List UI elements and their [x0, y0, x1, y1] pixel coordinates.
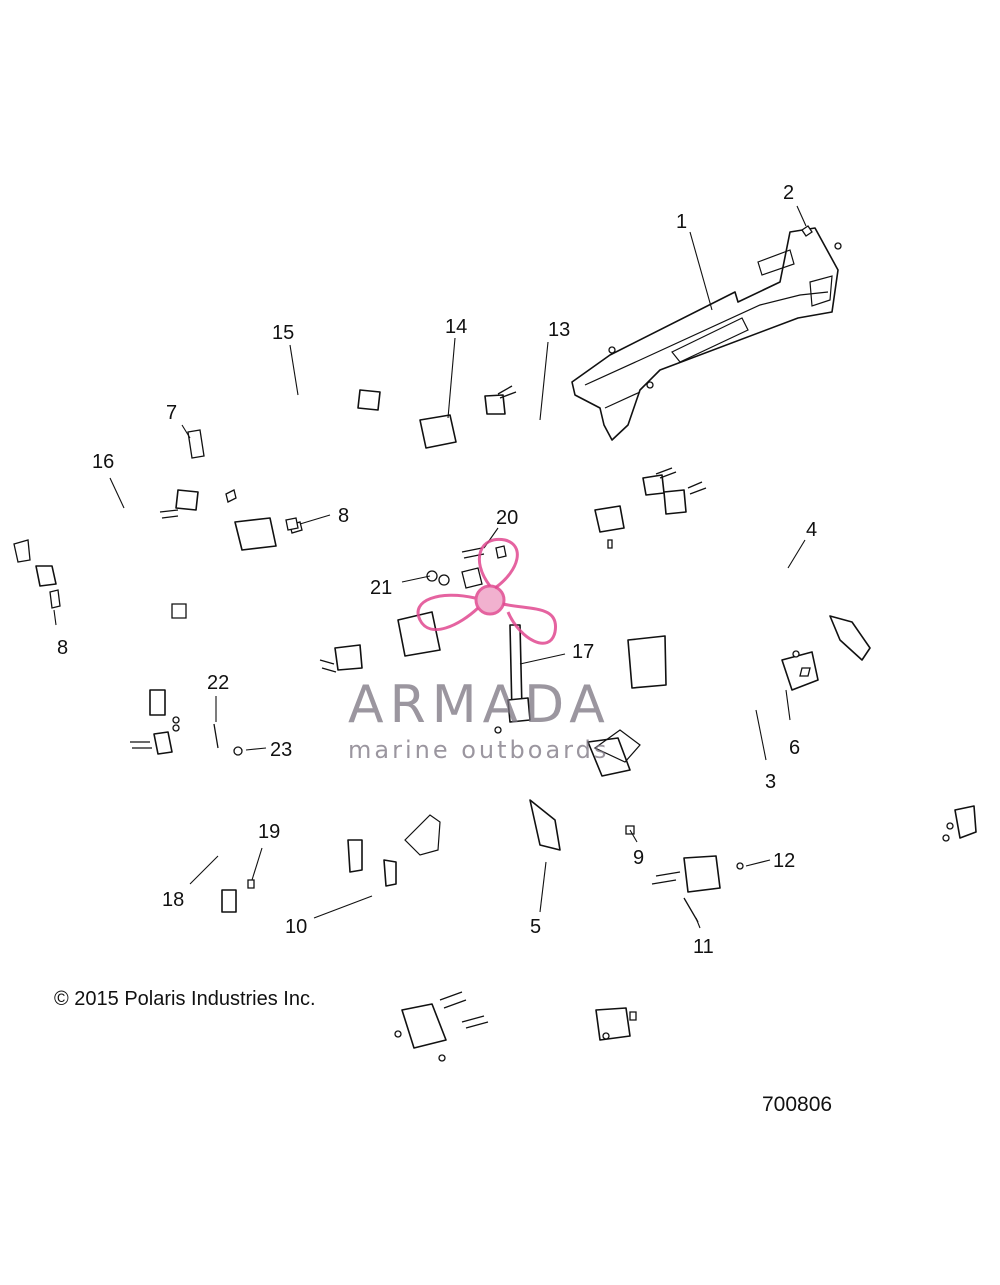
part-2-screw [801, 225, 813, 237]
part-13-cross-tube [484, 385, 677, 496]
part-21-nuts [426, 567, 483, 589]
callout-13: 13 [548, 319, 570, 341]
callout-21: 21 [370, 577, 392, 599]
watermark: ARMADA marine outboards [348, 537, 611, 764]
watermark-brand: ARMADA [348, 675, 611, 735]
callout-2: 2 [783, 182, 794, 204]
callout-23: 23 [270, 739, 292, 761]
part-16-grab-bar [35, 489, 199, 587]
callout-12: 12 [773, 850, 795, 872]
callout-8-upper: 8 [338, 505, 349, 527]
part-1-trim-panel [571, 227, 842, 441]
callout-4: 4 [806, 519, 817, 541]
callout-18: 18 [162, 889, 184, 911]
part-10-front-upright [347, 617, 489, 1062]
part-17-bracket [494, 624, 531, 734]
callout-6: 6 [789, 737, 800, 759]
callout-14: 14 [445, 316, 467, 338]
part-15-grab-bar [207, 385, 381, 503]
callout-11: 11 [693, 936, 714, 958]
callout-16: 16 [92, 451, 114, 473]
callout-5: 5 [530, 916, 541, 938]
part-14-front-hoop [138, 403, 477, 732]
part-18-side-bar [130, 723, 255, 913]
callout-1: 1 [676, 211, 687, 233]
part-5-front-upright [382, 672, 637, 1041]
callout-17: 17 [572, 641, 594, 663]
leader-lines [53, 205, 807, 929]
rear-hoop [360, 505, 744, 923]
callout-20: 20 [496, 507, 518, 529]
part-4-rear-tube [663, 481, 977, 842]
watermark-tagline: marine outboards [348, 736, 609, 764]
diagram-number: 700806 [762, 1093, 833, 1116]
watermark-logo [416, 537, 557, 645]
callout-7: 7 [166, 402, 177, 424]
callout-10: 10 [285, 916, 307, 938]
callout-19: 19 [258, 821, 280, 843]
part-8-bolt [49, 517, 299, 609]
callout-3: 3 [765, 771, 776, 793]
copyright-notice: © 2015 Polaris Industries Inc. [54, 988, 316, 1010]
callouts: 1 2 3 4 5 6 7 8 8 9 10 11 12 13 14 15 16… [57, 182, 817, 958]
callout-9: 9 [633, 847, 644, 869]
part-7-plug [13, 429, 205, 563]
callout-22: 22 [207, 672, 229, 694]
part-3-cross-brace [587, 650, 819, 835]
callout-15: 15 [272, 322, 294, 344]
callout-8-lower: 8 [57, 637, 68, 659]
